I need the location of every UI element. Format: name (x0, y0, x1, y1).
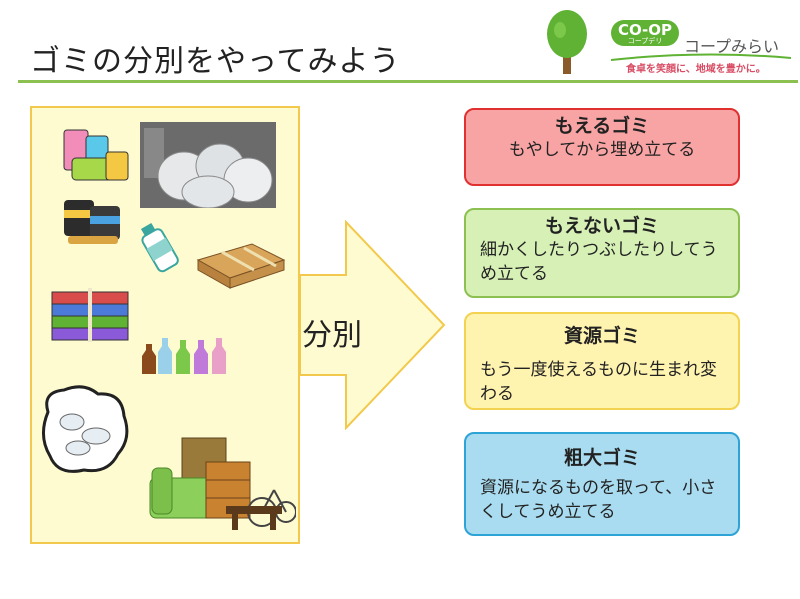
coop-badge: CO-OP コープデリ (611, 20, 679, 46)
sort-arrow (300, 220, 446, 430)
title-underline (18, 80, 798, 83)
garbage-bags-icon (140, 122, 276, 208)
brand-tagline: 食卓を笑顔に、地域を豊かに。 (626, 64, 766, 75)
tree-logo-icon (547, 10, 587, 74)
crushed-plastic-bottles-icon (42, 385, 129, 473)
card-description: 細かくしたりつぶしたりしてうめ立てる (480, 240, 718, 284)
glass-bottles-icon (142, 338, 226, 374)
page-title: ゴミの分別をやってみよう (30, 44, 401, 79)
spray-can-icon (140, 222, 179, 273)
book-bundle-icon (51, 288, 129, 342)
bulky-garbage-card: 粗大ゴミ 資源になるものを取って、小さくしてうめ立てる (464, 432, 740, 536)
logo-swoosh (611, 53, 791, 61)
card-title: 資源ゴミ (563, 325, 640, 347)
card-title: 粗大ゴミ (563, 447, 640, 469)
sort-label: 分別 (302, 318, 362, 353)
card-title: もえるゴミ (554, 115, 650, 137)
burnable-garbage-card: もえるゴミ もやしてから埋め立てる (464, 108, 740, 186)
card-description: もやしてから埋め立てる (508, 140, 696, 160)
brand-name: コープみらい (684, 37, 780, 56)
batteries-icon (64, 200, 120, 244)
coop-badge-text: CO-OP (617, 21, 672, 39)
bulky-furniture-icon (149, 437, 296, 530)
recyclable-garbage-card: 資源ゴミ もう一度使えるものに生まれ変わる (464, 312, 740, 410)
non-burnable-garbage-card: もえないゴミ 細かくしたりつぶしたりしてうめ立てる (464, 208, 740, 298)
coop-badge-sub: コープデリ (627, 37, 663, 45)
card-description: 資源になるものを取って、小さくしてうめ立てる (480, 478, 717, 522)
cardboard-bundle-icon (196, 243, 286, 289)
card-description: もう一度使えるものに生まれ変わる (480, 360, 717, 404)
cans-icon (63, 129, 129, 181)
card-title: もえないゴミ (544, 215, 659, 237)
